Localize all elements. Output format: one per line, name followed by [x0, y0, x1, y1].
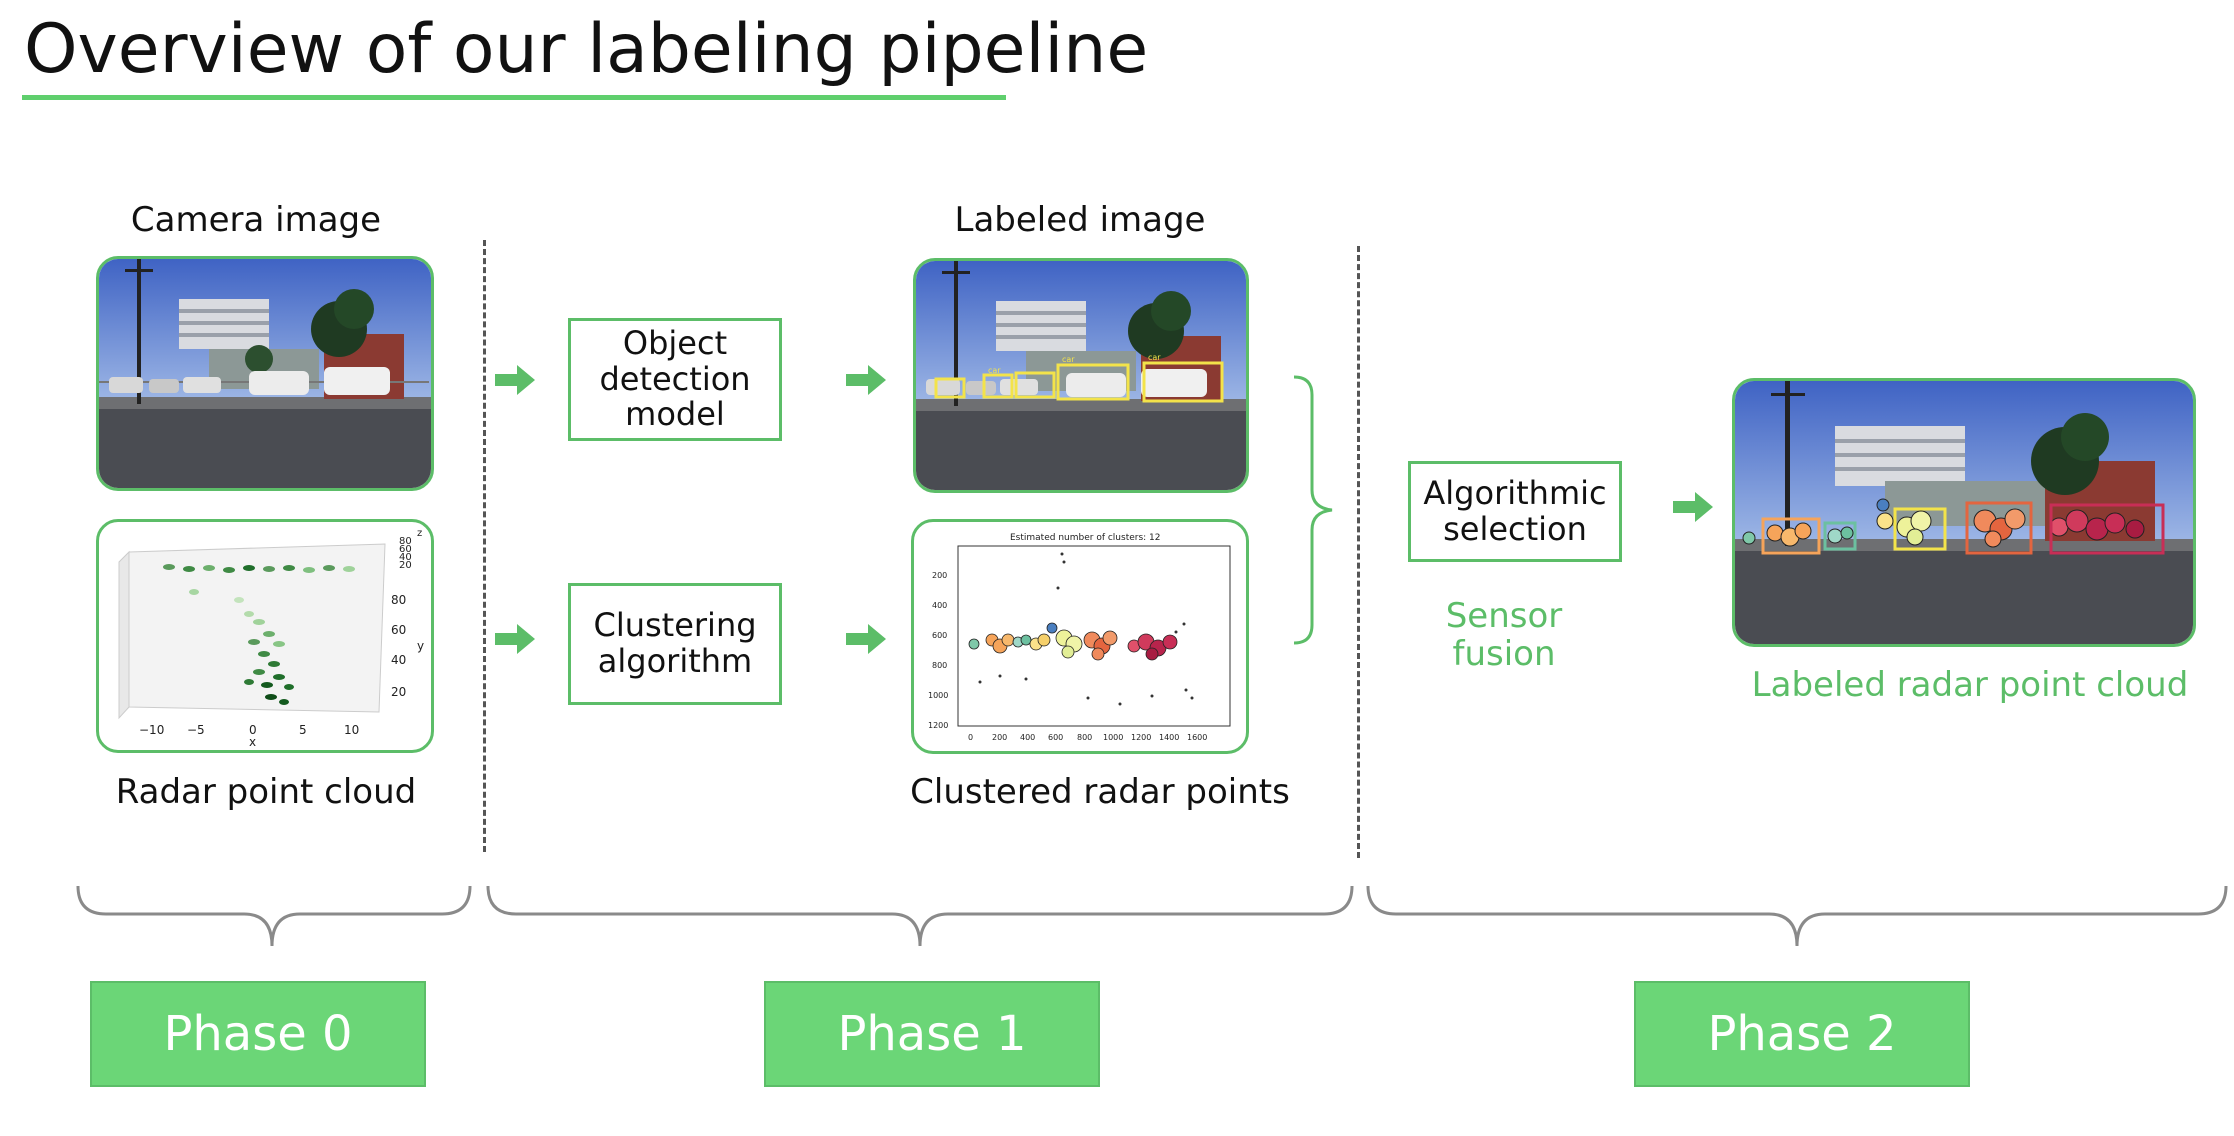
y-tick: 40	[391, 653, 406, 667]
clustered-radar-points-caption: Clustered radar points	[910, 772, 1290, 812]
y-tick: 600	[932, 631, 947, 640]
x-tick: 200	[992, 733, 1007, 742]
phase-divider-1	[483, 240, 486, 852]
y-tick: 20	[391, 685, 406, 699]
phase-divider-2	[1357, 246, 1360, 858]
arrow-right-icon	[846, 365, 886, 395]
labeled-image: car car car	[913, 258, 1249, 493]
phase-2-label: Phase 2	[1634, 981, 1970, 1087]
y-tick: 1000	[928, 691, 948, 700]
radar-point-cloud-caption: Radar point cloud	[115, 772, 417, 812]
clustering-algorithm-box: Clustering algorithm	[568, 583, 782, 705]
detection-boxes	[934, 361, 1224, 403]
labeled-radar-point-cloud-caption: Labeled radar point cloud	[1751, 665, 2189, 705]
labeled-image-caption: Labeled image	[954, 200, 1206, 240]
sensor-fusion-label: Sensor fusion	[1404, 597, 1604, 673]
y-tick: 800	[932, 661, 947, 670]
x-tick: 800	[1077, 733, 1092, 742]
z-tick: 60	[399, 544, 412, 555]
arrow-right-icon	[495, 365, 535, 395]
phase-2-brace-icon	[1366, 885, 2228, 947]
x-tick: 1400	[1159, 733, 1179, 742]
detection-label: car	[1062, 355, 1075, 364]
radar-points	[163, 564, 355, 705]
x-tick: 1600	[1187, 733, 1207, 742]
labeled-cluster-boxes	[1761, 501, 2165, 555]
y-tick: 400	[932, 601, 947, 610]
y-tick: 60	[391, 623, 406, 637]
x-tick: 5	[299, 723, 307, 737]
detection-line: Object	[622, 323, 728, 362]
x-axis-label: x	[249, 735, 256, 749]
arrow-right-icon	[1673, 492, 1713, 522]
radar-point-cloud-plot: −10 −5 0 5 10 x 20 40 60 80 y 20 40 60 8…	[96, 519, 434, 753]
cluster-plot-title: Estimated number of clusters: 12	[1010, 533, 1161, 543]
phase-0-brace-icon	[76, 885, 472, 947]
fusion-line: fusion	[1452, 634, 1556, 675]
phase-0-label: Phase 0	[90, 981, 426, 1087]
z-tick: 40	[399, 552, 412, 563]
arrow-right-icon	[495, 624, 535, 654]
z-tick: 20	[399, 560, 412, 571]
x-tick: 1200	[1131, 733, 1151, 742]
x-tick: 1000	[1103, 733, 1123, 742]
title-underline	[22, 95, 1006, 100]
selection-line: selection	[1443, 509, 1587, 548]
x-tick: 400	[1020, 733, 1035, 742]
detection-line: model	[625, 395, 725, 434]
x-tick: −5	[187, 723, 205, 737]
y-tick: 200	[932, 571, 947, 580]
object-detection-model-box: Object detection model	[568, 318, 782, 441]
detection-label: car	[988, 366, 1001, 375]
camera-image-caption: Camera image	[130, 200, 382, 240]
y-tick: 80	[391, 593, 406, 607]
phase-1-brace-icon	[486, 885, 1354, 947]
z-tick: 80	[399, 536, 412, 547]
clustering-line: Clustering	[593, 606, 757, 645]
merge-brace-icon	[1293, 375, 1333, 645]
clustering-line: algorithm	[597, 642, 753, 680]
phase-1-label: Phase 1	[764, 981, 1100, 1087]
selection-line: Algorithmic	[1423, 473, 1607, 512]
x-tick: 0	[968, 733, 973, 742]
algorithmic-selection-box: Algorithmic selection	[1408, 461, 1622, 562]
x-tick: −10	[139, 723, 164, 737]
clustered-points-plot: Estimated number of clusters: 12 200 400…	[911, 519, 1249, 754]
x-tick: 600	[1048, 733, 1063, 742]
y-axis-label: y	[417, 639, 424, 653]
y-tick: 1200	[928, 721, 948, 730]
z-axis-label: z	[417, 528, 422, 539]
labeled-radar-point-cloud-image	[1732, 378, 2196, 647]
page-title: Overview of our labeling pipeline	[24, 10, 1149, 89]
detection-label: car	[1148, 353, 1161, 362]
x-tick: 0	[249, 723, 257, 737]
fusion-line: Sensor	[1445, 596, 1563, 636]
camera-image	[96, 256, 434, 491]
detection-line: detection	[599, 359, 751, 398]
arrow-right-icon	[846, 624, 886, 654]
x-tick: 10	[344, 723, 359, 737]
cluster-blobs	[968, 622, 1178, 661]
